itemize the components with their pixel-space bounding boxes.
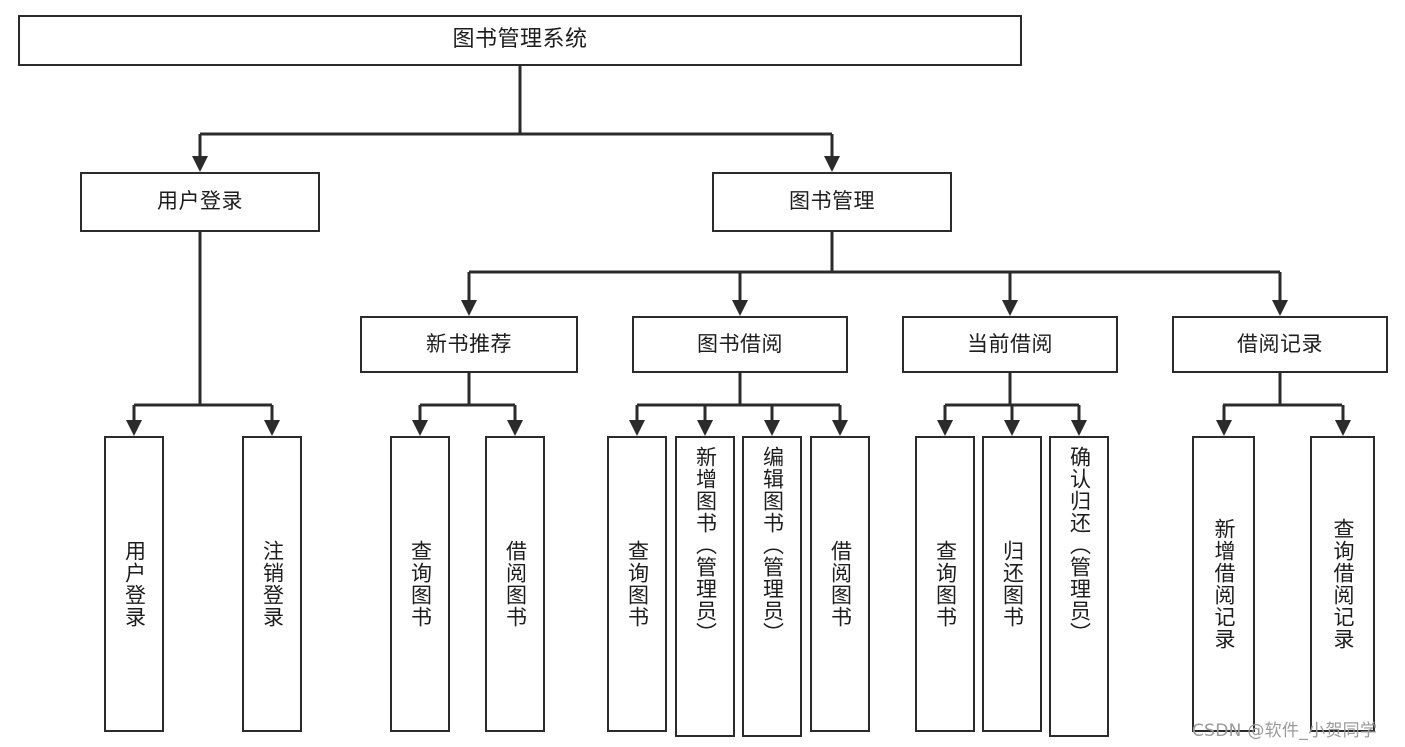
node-leaf-edit-book-admin[interactable]: 编辑图书（管理员） — [742, 436, 802, 737]
edge-arrow-book-borrow-to-leaf-query-book-borrow-head — [629, 420, 645, 436]
leaf-text-wrap: 新增借阅记录 — [1194, 518, 1253, 650]
edge-arrow-current-borrow-to-leaf-confirm-return-admin-head — [1071, 420, 1087, 436]
node-leaf-query-borrow-record[interactable]: 查询借阅记录 — [1310, 436, 1375, 732]
node-book-borrow[interactable]: 图书借阅 — [632, 316, 848, 373]
node-leaf-confirm-return-admin[interactable]: 确认归还（管理员） — [1049, 436, 1109, 737]
node-label-leaf-query-book-recommend: 查询图书 — [408, 540, 433, 628]
node-label-leaf-add-borrow-record: 新增借阅记录 — [1211, 518, 1236, 650]
node-label-leaf-return-book: 归还图书 — [1000, 540, 1025, 628]
node-label-leaf-query-borrow-record: 查询借阅记录 — [1330, 518, 1355, 650]
edge-arrow-new-book-recommend-to-leaf-borrow-book-recommend-head — [507, 420, 523, 436]
node-leaf-user-login[interactable]: 用户登录 — [104, 436, 164, 732]
edge-arrow-root-to-user-login-head — [192, 156, 208, 172]
node-root[interactable]: 图书管理系统 — [18, 15, 1022, 66]
leaf-text-wrap: 注销登录 — [244, 540, 300, 628]
edge-arrow-current-borrow-to-leaf-return-book-head — [1004, 420, 1020, 436]
node-leaf-logout-login[interactable]: 注销登录 — [242, 436, 302, 732]
leaf-text-wrap: 借阅图书 — [487, 540, 543, 628]
edge-arrow-book-manage-to-borrow-record-head — [1272, 300, 1288, 316]
leaf-text-wrap: 查询借阅记录 — [1312, 518, 1373, 650]
node-leaf-borrow-book[interactable]: 借阅图书 — [810, 436, 870, 732]
node-label-leaf-edit-book-admin: 编辑图书（管理员） — [760, 446, 785, 644]
edge-arrow-book-manage-to-current-borrow-head — [1002, 300, 1018, 316]
node-label-leaf-add-book-admin: 新增图书（管理员） — [693, 446, 718, 644]
node-new-book-recommend[interactable]: 新书推荐 — [360, 316, 578, 373]
edge-arrow-current-borrow-to-leaf-query-book-current-head — [937, 420, 953, 436]
leaf-text-wrap: 编辑图书（管理员） — [744, 446, 800, 644]
edge-arrow-user-login-to-leaf-user-login-head — [126, 420, 142, 436]
node-leaf-return-book[interactable]: 归还图书 — [982, 436, 1042, 732]
edge-arrow-borrow-record-to-leaf-add-borrow-record-head — [1216, 420, 1232, 436]
node-label-book-manage: 图书管理 — [789, 189, 875, 214]
edge-arrow-book-borrow-to-leaf-borrow-book-head — [832, 420, 848, 436]
node-label-root: 图书管理系统 — [452, 27, 588, 53]
node-label-leaf-query-book-borrow: 查询图书 — [625, 540, 650, 628]
node-label-borrow-record: 借阅记录 — [1237, 331, 1323, 356]
node-label-new-book-recommend: 新书推荐 — [426, 331, 512, 356]
node-book-manage[interactable]: 图书管理 — [712, 172, 952, 232]
node-leaf-borrow-book-recommend[interactable]: 借阅图书 — [485, 436, 545, 732]
node-label-leaf-query-book-current: 查询图书 — [933, 540, 958, 628]
edge-arrow-borrow-record-to-leaf-query-borrow-record-head — [1335, 420, 1351, 436]
node-label-leaf-borrow-book: 借阅图书 — [828, 540, 853, 628]
node-label-leaf-confirm-return-admin: 确认归还（管理员） — [1067, 446, 1092, 644]
leaf-text-wrap: 确认归还（管理员） — [1051, 446, 1107, 644]
edge-arrow-book-manage-to-book-borrow-head — [732, 300, 748, 316]
node-label-leaf-logout-login: 注销登录 — [260, 540, 285, 628]
node-label-leaf-user-login: 用户登录 — [122, 540, 147, 628]
leaf-text-wrap: 借阅图书 — [812, 540, 868, 628]
node-user-login[interactable]: 用户登录 — [80, 172, 320, 232]
edge-arrow-new-book-recommend-to-leaf-query-book-recommend-head — [412, 420, 428, 436]
node-leaf-query-book-borrow[interactable]: 查询图书 — [607, 436, 667, 732]
edge-arrow-book-borrow-to-leaf-add-book-admin-head — [697, 420, 713, 436]
node-label-leaf-borrow-book-recommend: 借阅图书 — [503, 540, 528, 628]
leaf-text-wrap: 新增图书（管理员） — [677, 446, 733, 644]
edge-arrow-user-login-to-leaf-logout-login-head — [264, 420, 280, 436]
leaf-text-wrap: 查询图书 — [917, 540, 973, 628]
node-leaf-add-borrow-record[interactable]: 新增借阅记录 — [1192, 436, 1255, 732]
node-label-current-borrow: 当前借阅 — [967, 331, 1053, 356]
node-leaf-add-book-admin[interactable]: 新增图书（管理员） — [675, 436, 735, 737]
leaf-text-wrap: 查询图书 — [392, 540, 448, 628]
edge-arrow-book-borrow-to-leaf-edit-book-admin-head — [764, 420, 780, 436]
watermark-label: CSDN @软件_小贺同学 — [1192, 721, 1378, 741]
node-leaf-query-book-recommend[interactable]: 查询图书 — [390, 436, 450, 732]
edge-arrow-book-manage-to-new-book-recommend-head — [461, 300, 477, 316]
leaf-text-wrap: 查询图书 — [609, 540, 665, 628]
node-label-user-login: 用户登录 — [157, 189, 243, 214]
node-leaf-query-book-current[interactable]: 查询图书 — [915, 436, 975, 732]
leaf-text-wrap: 归还图书 — [984, 540, 1040, 628]
node-borrow-record[interactable]: 借阅记录 — [1172, 316, 1388, 373]
node-label-book-borrow: 图书借阅 — [697, 331, 783, 356]
leaf-text-wrap: 用户登录 — [106, 540, 162, 628]
node-current-borrow[interactable]: 当前借阅 — [902, 316, 1118, 373]
edge-arrow-root-to-book-manage-head — [824, 156, 840, 172]
